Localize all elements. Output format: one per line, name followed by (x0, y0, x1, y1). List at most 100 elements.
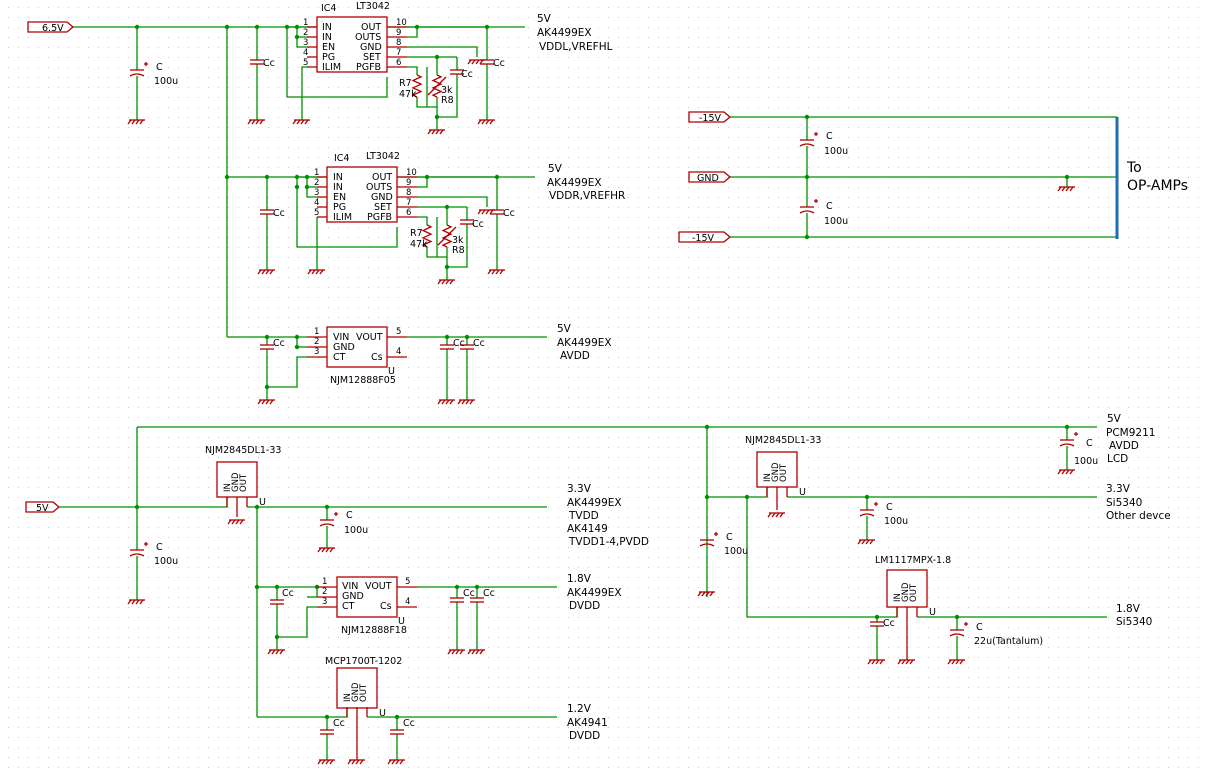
svg-text:U: U (929, 607, 936, 618)
cap-label: Cc (273, 208, 285, 219)
ic-njm12888f05[interactable]: VIN VOUT GND CT Cs 1 2 3 5 4 NJM12888F05… (314, 327, 401, 386)
resistor (411, 74, 423, 98)
ground-hatch (469, 399, 474, 405)
cap-plate-curved (1059, 443, 1075, 447)
cap-label: C (826, 131, 833, 142)
port-5v[interactable]: 5V (25, 501, 61, 514)
ground-hatch (1057, 469, 1062, 475)
ground-hatch (477, 119, 482, 125)
port-minus15v-bottom[interactable]: -15V (678, 231, 732, 244)
cap-label: Cc (403, 718, 415, 729)
ground-hatch (481, 119, 486, 125)
wire-segment (417, 216, 428, 225)
ground-hatch (475, 59, 480, 65)
svg-text:AK4499EX: AK4499EX (567, 497, 622, 509)
ic-lt3042-top[interactable]: IC4 LT3042 IN IN EN PG ILIM OUT OUTS GND… (303, 1, 407, 73)
ground-hatch (1065, 469, 1070, 475)
cap-label: Cc (472, 219, 484, 230)
svg-text:U: U (398, 616, 405, 627)
cap-label: Cc (333, 718, 345, 729)
ground-hatch (479, 649, 484, 655)
svg-text:9: 9 (396, 28, 401, 38)
ground-symbol (467, 649, 485, 655)
ground-hatch (435, 129, 440, 135)
capacitor (440, 344, 454, 350)
wire-segment (417, 196, 488, 207)
ground-symbol (127, 599, 145, 605)
ground-symbol (387, 759, 405, 765)
reg-mcp1700[interactable]: MCP1700T-1202 IN GND OUT U (325, 656, 402, 719)
ground-hatch (269, 399, 274, 405)
rail-label-si5340-33: 3.3V Si5340 Other devce (1106, 483, 1171, 522)
svg-text:GND: GND (342, 591, 364, 602)
electrolytic-capacitor (859, 502, 878, 517)
svg-text:GND: GND (360, 42, 382, 53)
svg-text:OUTS: OUTS (366, 182, 392, 193)
cap-label: C (826, 201, 833, 212)
port-6-5v[interactable]: 6.5V (27, 21, 75, 34)
svg-text:PGFB: PGFB (367, 212, 392, 223)
svg-text:5V: 5V (548, 163, 563, 175)
ground-hatch (775, 512, 780, 518)
svg-text:AK4499EX: AK4499EX (537, 27, 592, 39)
resistor-zigzag (421, 224, 433, 248)
svg-text:CT: CT (333, 352, 346, 363)
wire-segment (277, 606, 317, 638)
cap-label: Cc (473, 338, 485, 349)
svg-text:VIN: VIN (333, 332, 349, 343)
port-minus15v-top[interactable]: -15V (688, 111, 732, 124)
ground-hatch (135, 599, 140, 605)
ground-hatch (319, 269, 324, 275)
reg-njm2845-right[interactable]: NJM2845DL1-33 IN GND OUT U (745, 435, 821, 498)
svg-text:TVDD1-4,PVDD: TVDD1-4,PVDD (568, 536, 649, 548)
svg-text:EN: EN (322, 42, 335, 53)
ground-hatch (449, 399, 454, 405)
ground-hatch (387, 759, 392, 765)
ground-hatch (461, 399, 466, 405)
ground-hatch (445, 279, 450, 285)
rail-label-si5340-18: 1.8V Si5340 (1116, 603, 1152, 628)
svg-text:3.3V: 3.3V (1106, 483, 1131, 495)
ground-hatch (485, 119, 490, 125)
svg-text:CT: CT (342, 601, 355, 612)
ground-hatch (701, 591, 706, 597)
svg-text:NJM12888F18: NJM12888F18 (341, 625, 407, 636)
ground-symbol (257, 399, 275, 405)
svg-text:GND: GND (371, 192, 393, 203)
ground-hatch (431, 129, 436, 135)
cap-value: 100u (344, 525, 368, 536)
cap-plate-curved (799, 143, 815, 147)
ground-symbol (1057, 469, 1075, 475)
ground-hatch (875, 659, 880, 665)
resistor-arrow (427, 76, 447, 96)
electrolytic-capacitor (949, 622, 968, 637)
electrolytic-capacitor (799, 132, 818, 147)
ground-hatch (271, 649, 276, 655)
ground-hatch (265, 399, 270, 405)
reg-njm2845-left[interactable]: NJM2845DL1-33 IN GND OUT U (205, 445, 281, 508)
ground-symbol (307, 269, 325, 275)
wire-segment (426, 247, 447, 258)
ground-hatch (455, 649, 460, 655)
ic-njm12888f18[interactable]: VIN VOUT GND CT Cs 1 2 3 5 4 NJM12888F18… (322, 577, 410, 636)
capacitor (870, 621, 884, 627)
cap-value: 100u (884, 516, 908, 527)
svg-text:IN: IN (322, 22, 332, 33)
ground-hatch (959, 659, 964, 665)
reg-lm1117[interactable]: LM1117MPX-1.8 IN GND OUT U (875, 555, 951, 618)
ground-symbol (267, 649, 285, 655)
resistor-r8-mid-ref: R8 (452, 245, 465, 256)
ground-hatch (1069, 469, 1074, 475)
ground-hatch (439, 129, 444, 135)
svg-text:3: 3 (314, 347, 319, 357)
port-gnd[interactable]: GND (688, 171, 732, 184)
ground-hatch (317, 547, 322, 553)
svg-text:IN: IN (763, 473, 773, 482)
cap-plate-curved (129, 73, 145, 77)
wire-segment (296, 177, 398, 248)
ground-symbol (897, 659, 915, 665)
ic-lt3042-middle[interactable]: IC4 LT3042 IN IN EN PG ILIM OUT OUTS GND… (314, 151, 417, 223)
svg-text:6: 6 (406, 208, 411, 218)
ground-hatch (131, 119, 136, 125)
cap-label: Cc (282, 588, 294, 599)
